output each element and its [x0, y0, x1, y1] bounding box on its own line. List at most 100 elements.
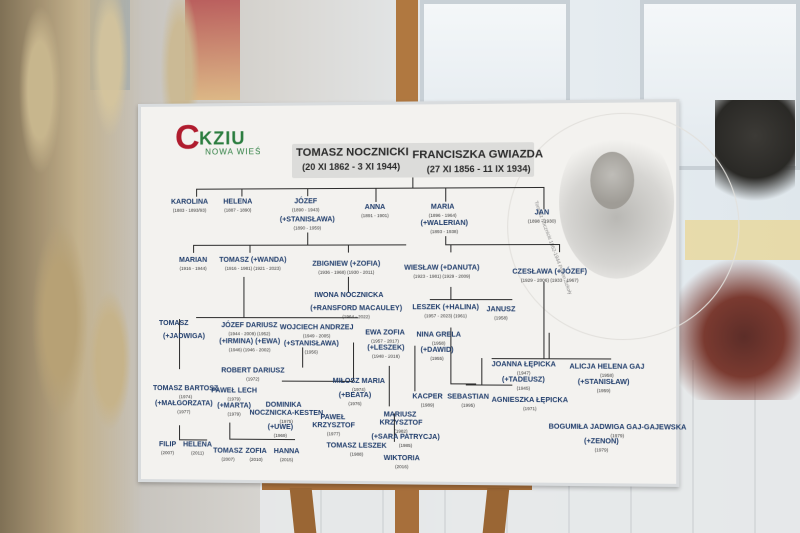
person-anna: ANNA(1891 - 1901)	[361, 203, 389, 219]
person-marian: MARIAN(1916 - 1944)	[179, 256, 208, 271]
sculpture-bust	[715, 100, 795, 220]
person-helena: HELENA(1887 - 1890)	[223, 198, 253, 213]
spouse-ransford: (+RANSFORD MACAULEY)(1964 - 2022)	[310, 305, 403, 320]
spouses-irmina-ewa: (+IRMINA) (+EWA)(1946) (1946 - 2002)	[219, 338, 281, 353]
school-logo: C KZIU NOWA WIEŚ	[175, 118, 261, 157]
person-sebastian: SEBASTIAN(1995)	[447, 393, 490, 408]
tree-line	[543, 186, 545, 210]
person-iwona: IWONA NOCZNICKA	[314, 291, 384, 300]
tree-line	[412, 177, 414, 188]
tree-line	[481, 358, 483, 385]
person-alicja: ALICJA HELENA GAJ(1958)	[569, 363, 645, 378]
tree-line	[445, 236, 447, 245]
person-helena-2: HELENA(2011)	[183, 441, 212, 456]
family-tree-board: Tomasz Nocznicki 1862-1944 Patron Szkoły…	[138, 99, 740, 487]
person-maria: MARIA(1896 - 1964)	[428, 203, 457, 218]
tree-line	[347, 244, 349, 253]
person-czeslawa-jozef: CZESŁAWA (+JÓZEF)(1929 - 2006) (1933 - 1…	[512, 268, 588, 283]
person-pawel-lech: PAWEŁ LECH(1979)	[211, 387, 257, 402]
tree-line	[241, 188, 243, 197]
person-tomasz: TOMASZ	[159, 320, 189, 328]
tree-line	[179, 439, 208, 441]
spouse-beata: (+BEATA)(1976)	[338, 391, 372, 407]
person-zbigniew-zofia: ZBIGNIEW (+ZOFIA)(1936 - 1968) (1930 - 2…	[312, 260, 381, 275]
tree-line	[249, 244, 251, 253]
person-filip: FILIP(2007)	[159, 441, 177, 456]
person-tomasz-3: TOMASZ(2007)	[213, 447, 243, 462]
person-agnieszka: AGNIESZKA ŁĘPICKA(1971)	[491, 396, 569, 412]
person-wiktoria: WIKTORIA(2016)	[383, 454, 420, 470]
tree-line	[243, 276, 245, 318]
logo-subtitle: NOWA WIEŚ	[205, 147, 262, 157]
tree-line	[548, 332, 550, 359]
spouse-uwe: (+UWE)(1969)	[267, 423, 294, 439]
spouse-walerian: (+WALERIAN)(1893 - 1938)	[420, 219, 468, 235]
mother-name: FRANCISZKA GWIAZDA	[412, 148, 544, 162]
logo-mark: C	[175, 118, 200, 157]
person-zofia: ZOFIA(2010)	[245, 447, 267, 463]
easel-leg	[289, 488, 317, 533]
person-ewa-zofia: EWA ZOFIA(1957 - 2017)	[365, 329, 405, 344]
tree-line	[196, 188, 198, 197]
easel-leg	[395, 488, 419, 533]
tree-line	[491, 358, 612, 360]
tree-line	[388, 365, 390, 407]
person-wieslaw-danuta: WIESŁAW (+DANUTA)(1923 - 1981) (1929 - 2…	[404, 264, 480, 279]
spouse-dawid: (+DAWID)(1955)	[420, 346, 454, 361]
tree-line	[445, 187, 447, 202]
father-name: TOMASZ NOCZNICKI	[296, 146, 409, 159]
spouse-malgorzata: (+MAŁGORZATA)(1977)	[154, 400, 213, 415]
patron-portrait	[590, 151, 635, 210]
tree-line	[559, 244, 561, 253]
person-mariusz: MARIUSZ	[383, 411, 417, 419]
person-tomasz-leszek: TOMASZ LESZEK(1988)	[326, 442, 387, 457]
person-jozef: JÓZEF(1890 - 1943)	[291, 198, 320, 213]
tree-line	[450, 244, 452, 253]
spouse-leszek: (+LESZEK)(1948 - 2016)	[367, 344, 405, 359]
person-jan: JAN(1898 - 1930)	[527, 209, 556, 224]
person-hanna: HANNA(2015)	[273, 448, 300, 463]
tree-line	[375, 187, 377, 202]
tree-line	[179, 425, 181, 440]
easel-mast	[396, 0, 418, 115]
person-kacper: KACPER(1989)	[412, 393, 443, 408]
person-tomasz-bartosz: TOMASZ BARTOSZ(1974)	[152, 385, 219, 400]
tree-line	[450, 286, 452, 300]
person-robert-dariusz: ROBERT DARIUSZ(1972)	[221, 367, 285, 382]
spouse-stanislaw: (+STANISŁAW)(1959)	[577, 378, 630, 394]
spouse-stanislawa: (+STANISŁAWA)(1890 - 1959)	[279, 216, 335, 231]
person-dominika: DOMINIKA	[265, 401, 302, 409]
tree-line	[347, 276, 349, 292]
yellow-tablecloth	[685, 220, 800, 260]
person-jozef-dariusz: JÓZEF DARIUSZ(1944 - 2009) (1952)	[221, 322, 278, 337]
tree-line	[193, 244, 407, 246]
dried-flower-arrangement	[660, 260, 800, 400]
person-nina-grela: NINA GRELA(1958)	[416, 331, 461, 346]
father-dates: (20 XI 1862 - 3 XI 1944)	[302, 161, 401, 173]
tree-line	[543, 281, 545, 359]
tree-line	[353, 342, 355, 381]
person-wojciech-andrzej: WOJCIECH ANDRZEJ(1949 - 2005)	[279, 324, 354, 339]
spouse-jadwiga: (+JADWIGA)	[163, 333, 205, 341]
mother-dates: (27 XI 1856 - 11 IX 1934)	[426, 163, 531, 175]
person-karolina: KAROLINA(1883 - 1893/93)	[171, 198, 209, 213]
tree-line	[196, 186, 544, 190]
spouse-marta: (+MARTA)(1979)	[217, 402, 252, 417]
tree-line	[193, 244, 195, 253]
tree-line	[414, 345, 416, 392]
tree-line	[307, 232, 309, 245]
person-joanna: JOANNA ŁĘPICKA(1947)	[491, 361, 556, 376]
spouse-zenon: (+ZENON)(1979)	[584, 438, 619, 453]
person-janusz: JANUSZ(1958)	[486, 306, 516, 321]
person-tomasz-wanda: TOMASZ (+WANDA)(1916 - 1981) (1921 - 202…	[219, 256, 287, 271]
person-leszek-halina: LESZEK (+HALINA)(1957 - 2023) (1961)	[412, 304, 479, 319]
tree-line	[229, 422, 231, 439]
easel-leg	[482, 488, 510, 533]
tree-line	[307, 188, 309, 197]
tree-line	[429, 299, 513, 301]
person-pawel: PAWEŁ	[320, 414, 346, 422]
person-pawel-krzysztof: KRZYSZTOF(1977)	[312, 422, 355, 437]
spouse-tadeusz: (+TADEUSZ)(1945)	[501, 376, 545, 391]
spouse-stanislawa-2: (+STANISŁAWA)(1956)	[283, 340, 339, 355]
